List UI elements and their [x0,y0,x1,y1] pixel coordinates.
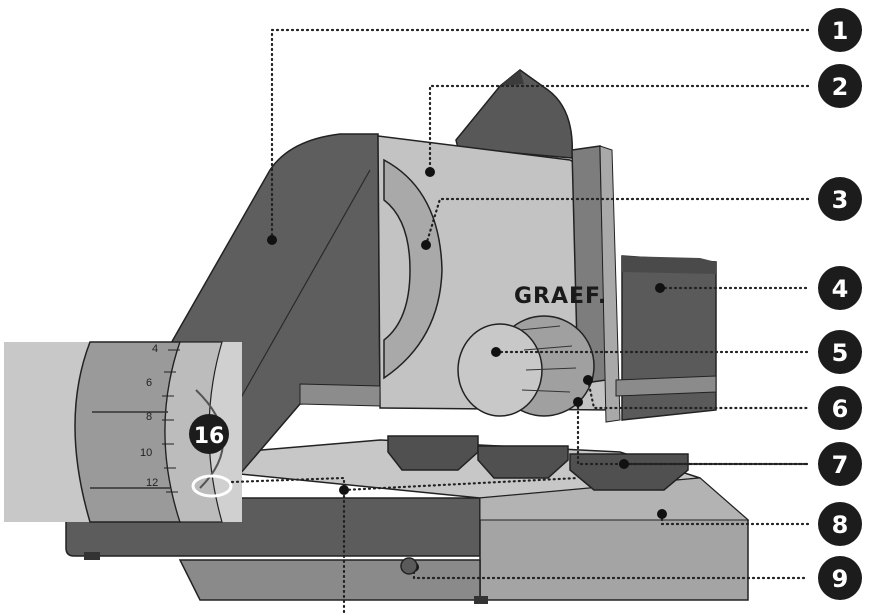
inset-callout-label: 16 [194,424,225,449]
inset-scale-ticks [162,349,180,493]
callout-label: 5 [832,339,849,367]
callout-label: 3 [832,186,849,214]
callout-badge-2 [818,64,862,108]
inset-scale-label: 4 [152,343,158,355]
inset-zoom-panel: 4 6 8 10 12 16 [4,341,242,523]
brand-logo: GRAEF. [514,284,607,309]
callout-label: 9 [832,565,849,593]
callout-label: 8 [832,511,849,539]
leader-lines [230,28,810,613]
inset-callout-16 [189,414,229,454]
callout-badge-8 [818,502,862,546]
inset-scale-label: 8 [146,411,152,423]
callout-label: 7 [832,451,849,479]
callout-badge-1 [818,8,862,52]
inset-scale-label: 6 [146,377,152,389]
callout-badges: 1 2 3 4 5 6 7 8 9 [818,8,862,600]
power-switch [400,557,418,575]
highlight-ring [191,474,233,498]
callout-label: 2 [832,73,849,101]
inset-scale-label: 12 [146,477,158,489]
callout-badge-3 [818,177,862,221]
callout-badge-5 [818,330,862,374]
callout-badge-4 [818,266,862,310]
callout-badge-9 [818,556,862,600]
end-piece-holder [615,255,717,421]
slicer-feet [387,435,689,491]
carriage-plate [571,145,621,423]
callout-label: 4 [832,275,849,303]
callout-badge-6 [818,386,862,430]
inset-scale-label: 10 [140,447,152,459]
callout-badge-7 [818,442,862,486]
thickness-knob [457,315,595,417]
callout-label: 6 [832,395,849,423]
callout-label: 1 [832,17,849,45]
product-holder [455,69,574,159]
